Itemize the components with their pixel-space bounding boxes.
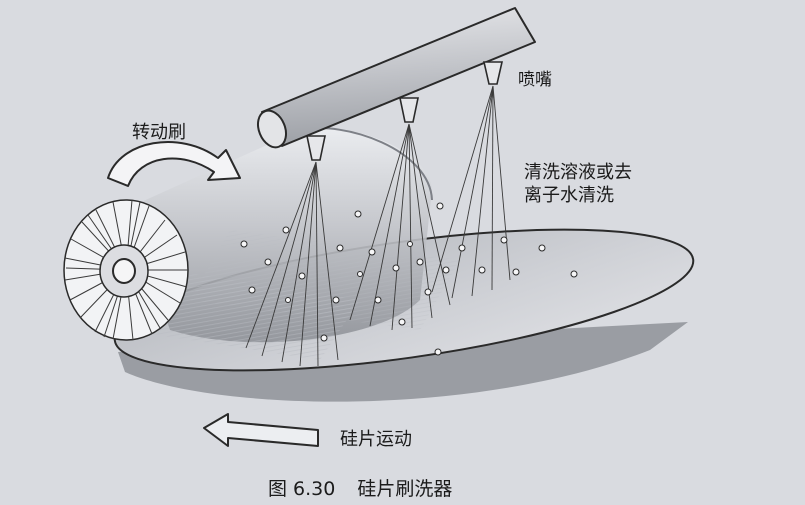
figure-caption: 图 6.30 硅片刷洗器 bbox=[268, 478, 452, 502]
droplet-icon bbox=[240, 202, 578, 356]
wafer-motion-label: 硅片运动 bbox=[340, 429, 412, 450]
rotating-brush-label: 转动刷 bbox=[132, 122, 186, 143]
cleaning-solution-label: 清洗溶液或去 离子水清洗 bbox=[524, 162, 632, 207]
brush-end bbox=[63, 199, 189, 341]
spray-pipe bbox=[257, 7, 536, 149]
spray-streams bbox=[245, 85, 511, 367]
cleaning-label-line1: 清洗溶液或去 bbox=[524, 162, 632, 183]
nozzle-label: 喷嘴 bbox=[518, 70, 552, 90]
caption-number: 图 6.30 bbox=[268, 478, 336, 500]
caption-title: 硅片刷洗器 bbox=[357, 478, 453, 500]
left-arrow-icon bbox=[203, 413, 319, 447]
cleaning-label-line2: 离子水清洗 bbox=[524, 184, 614, 206]
rotation-arrow-icon bbox=[107, 140, 241, 187]
nozzle-icon bbox=[306, 61, 504, 161]
